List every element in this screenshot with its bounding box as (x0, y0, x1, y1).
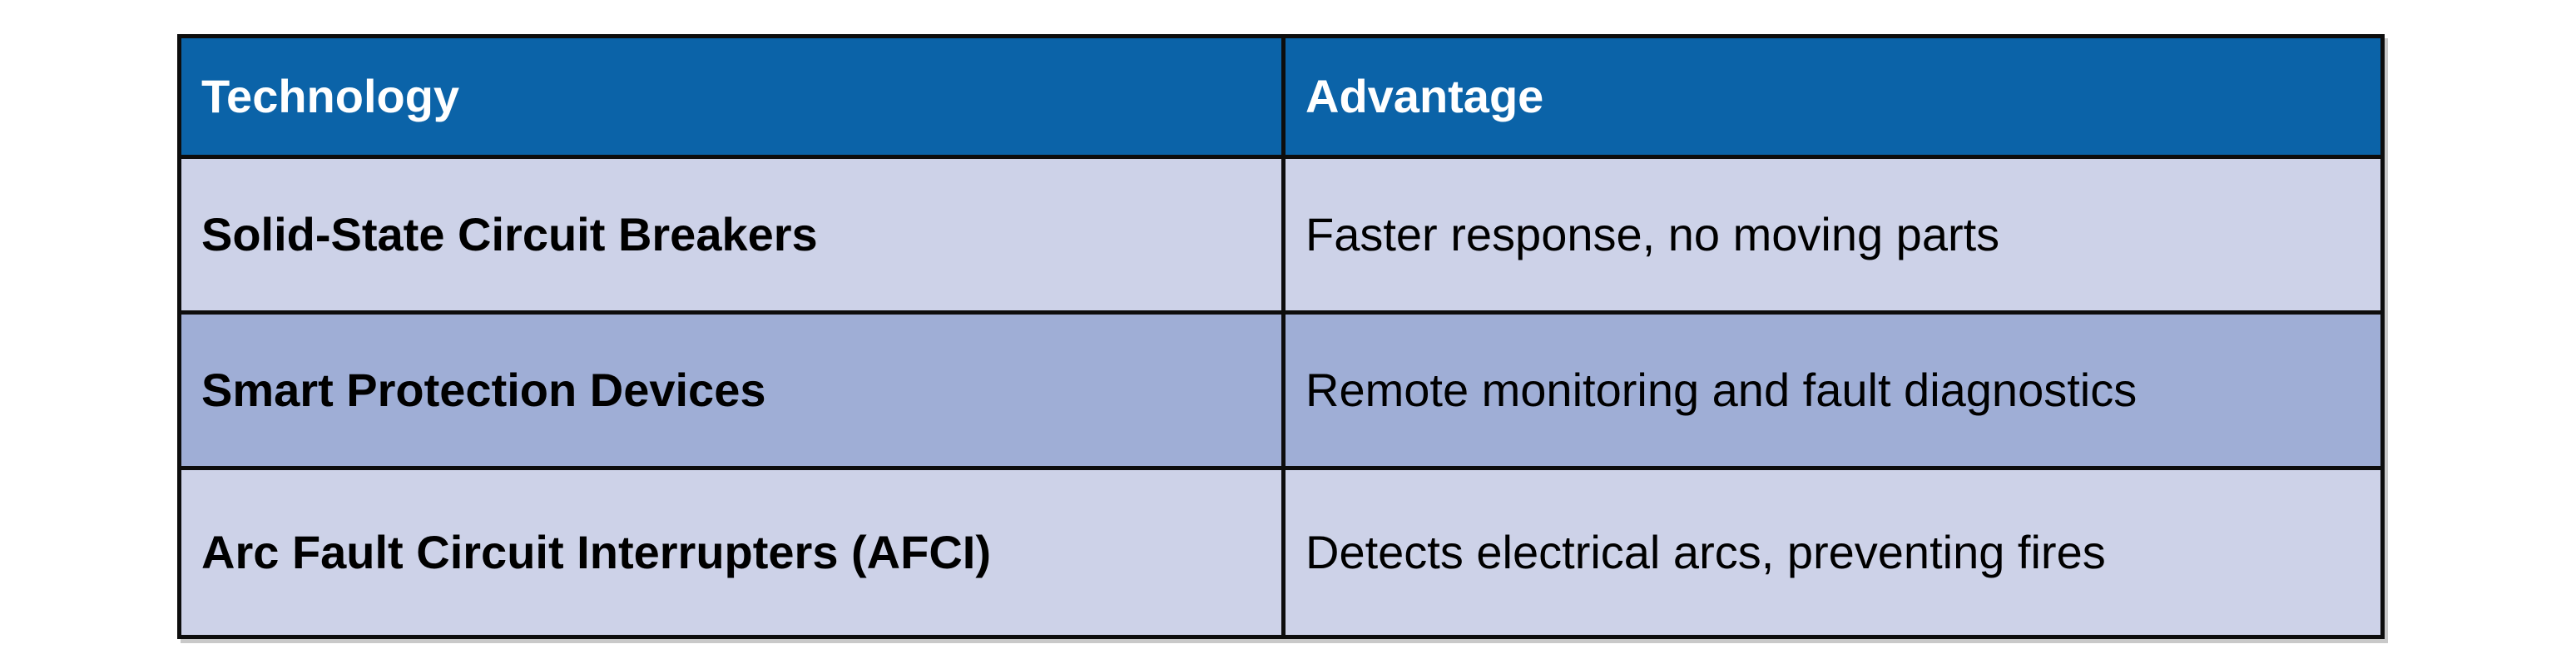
column-header-technology: Technology (177, 34, 1286, 159)
advantage-cell: Remote monitoring and fault diagnostics (1281, 310, 2385, 470)
table-body: Solid-State Circuit Breakers Faster resp… (177, 155, 2385, 639)
table-header: Technology Advantage (177, 34, 2385, 159)
technology-cell: Solid-State Circuit Breakers (177, 155, 1286, 315)
advantage-cell: Faster response, no moving parts (1281, 155, 2385, 315)
technology-cell: Arc Fault Circuit Interrupters (AFCI) (177, 466, 1286, 639)
header-row: Technology Advantage (177, 34, 2385, 159)
column-header-advantage: Advantage (1281, 34, 2385, 159)
table-row: Arc Fault Circuit Interrupters (AFCI) De… (177, 466, 2385, 639)
table-row: Solid-State Circuit Breakers Faster resp… (177, 155, 2385, 315)
table-row: Smart Protection Devices Remote monitori… (177, 310, 2385, 470)
technology-cell: Smart Protection Devices (177, 310, 1286, 470)
technology-advantage-table: Technology Advantage Solid-State Circuit… (177, 34, 2385, 639)
advantage-cell: Detects electrical arcs, preventing fire… (1281, 466, 2385, 639)
